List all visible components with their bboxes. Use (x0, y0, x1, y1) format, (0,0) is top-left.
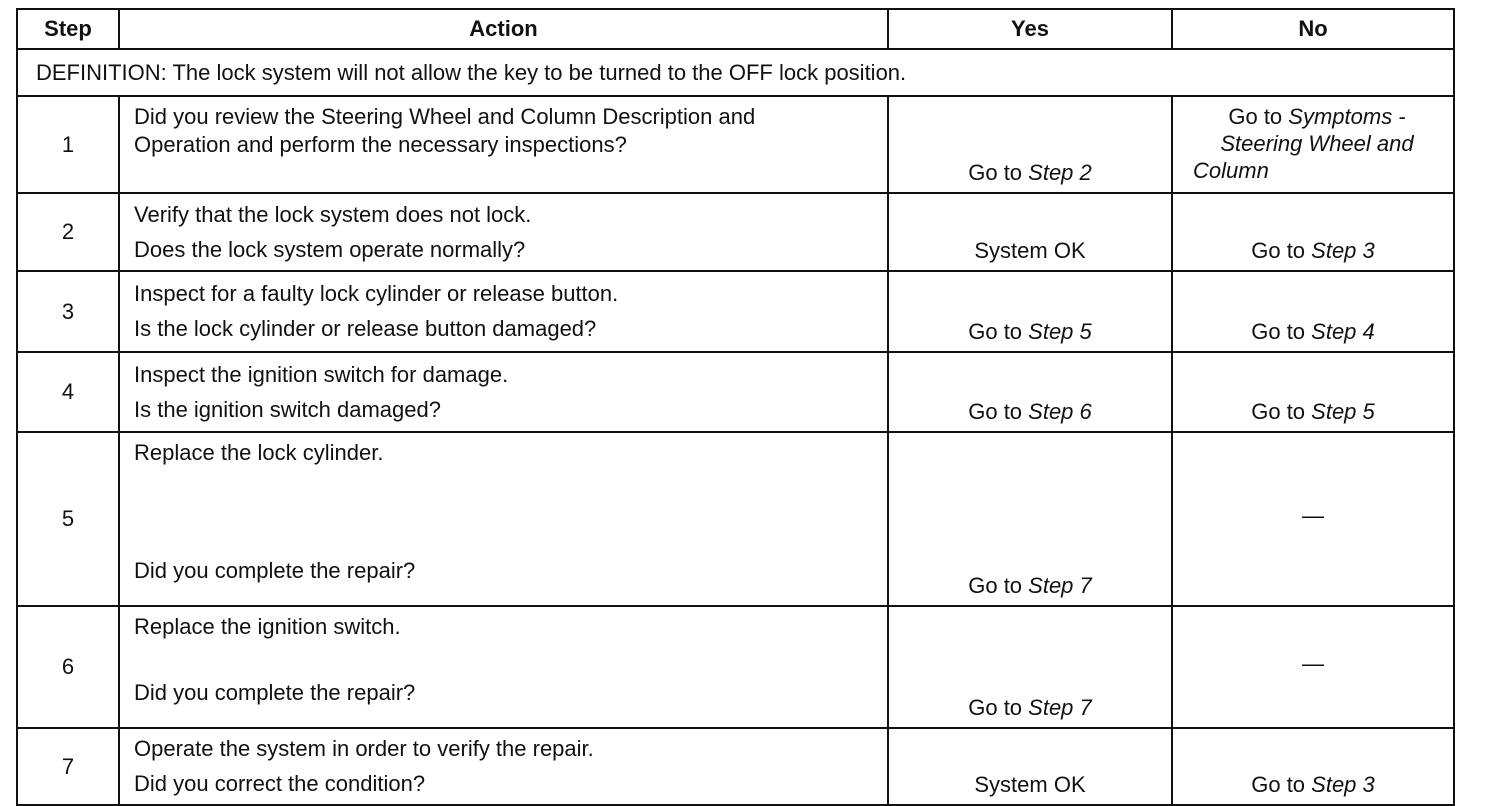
header-action: Action (118, 8, 889, 50)
yes-prefix: Go to (968, 695, 1029, 720)
action-cell: Replace the lock cylinder. Did you compl… (118, 431, 889, 607)
no-step-link: Step 4 (1311, 319, 1375, 344)
no-prefix: Go to (1251, 319, 1312, 344)
action-line: Operate the system in order to verify th… (134, 736, 594, 761)
no-ref-part: Steering Wheel and (1220, 131, 1414, 156)
yes-step-link: Step 7 (1028, 573, 1092, 598)
no-prefix: Go to (1251, 399, 1312, 424)
yes-cell: Go to Step 2 (887, 95, 1173, 194)
step-number: 2 (16, 192, 120, 272)
table-row: 7 Operate the system in order to verify … (16, 727, 1455, 806)
action-cell: Replace the ignition switch. Did you com… (118, 605, 889, 729)
definition-text: DEFINITION: The lock system will not all… (16, 48, 1455, 97)
no-line: Column (1193, 157, 1441, 184)
yes-step-link: Step 7 (1028, 695, 1092, 720)
table-row: 2 Verify that the lock system does not l… (16, 192, 1455, 272)
no-prefix: Go to (1228, 104, 1289, 129)
no-cell: Go to Symptoms - Steering Wheel and Colu… (1171, 95, 1455, 194)
no-prefix: Go to (1251, 772, 1312, 797)
no-cell: Go to Step 3 (1171, 192, 1455, 272)
no-step-link: Step 3 (1311, 772, 1375, 797)
action-cell: Operate the system in order to verify th… (118, 727, 889, 806)
yes-cell: Go to Step 7 (887, 431, 1173, 607)
action-line: Did you review the Steering Wheel and Co… (134, 104, 756, 129)
step-number: 7 (16, 727, 120, 806)
action-line: Did you complete the repair? (134, 558, 416, 583)
no-ref-part: Column (1193, 158, 1269, 183)
yes-cell: Go to Step 6 (887, 351, 1173, 433)
action-line: Does the lock system operate normally? (134, 236, 526, 262)
header-yes: Yes (887, 8, 1173, 50)
header-no: No (1171, 8, 1455, 50)
yes-step-link: Step 6 (1028, 399, 1092, 424)
yes-prefix: Go to (968, 399, 1029, 424)
no-prefix: Go to (1251, 238, 1312, 263)
no-cell: Go to Step 3 (1171, 727, 1455, 806)
action-line: Is the lock cylinder or release button d… (134, 316, 597, 341)
action-cell: Did you review the Steering Wheel and Co… (118, 95, 889, 194)
no-step-link: Step 3 (1311, 238, 1375, 263)
yes-step-link: Step 2 (1028, 160, 1092, 185)
no-cell: Go to Step 5 (1171, 351, 1455, 433)
yes-prefix: Go to (968, 573, 1029, 598)
definition-row: DEFINITION: The lock system will not all… (16, 48, 1455, 97)
action-cell: Verify that the lock system does not loc… (118, 192, 889, 272)
yes-prefix: Go to (968, 160, 1029, 185)
table-row: 1 Did you review the Steering Wheel and … (16, 95, 1455, 194)
yes-step-link: Step 5 (1028, 319, 1092, 344)
header-step: Step (16, 8, 120, 50)
action-line: Did you complete the repair? (134, 680, 416, 705)
no-step-link: Step 5 (1311, 399, 1375, 424)
table-row: 4 Inspect the ignition switch for damage… (16, 351, 1455, 433)
action-line: Is the ignition switch damaged? (134, 396, 441, 422)
no-line: Steering Wheel and (1193, 130, 1441, 157)
no-line: Go to Symptoms - (1193, 103, 1441, 130)
no-cell: — (1171, 605, 1455, 729)
yes-cell: Go to Step 5 (887, 270, 1173, 353)
table-row: 5 Replace the lock cylinder. Did you com… (16, 431, 1455, 607)
yes-prefix: Go to (968, 319, 1029, 344)
step-number: 1 (16, 95, 120, 194)
table-row: 3 Inspect for a faulty lock cylinder or … (16, 270, 1455, 353)
step-number: 3 (16, 270, 120, 353)
yes-cell: System OK (887, 192, 1173, 272)
step-number: 4 (16, 351, 120, 433)
step-number: 5 (16, 431, 120, 607)
no-cell: — (1171, 431, 1455, 607)
action-line: Did you correct the condition? (134, 771, 426, 796)
action-line: Inspect for a faulty lock cylinder or re… (134, 281, 619, 306)
yes-cell: Go to Step 7 (887, 605, 1173, 729)
header-row: Step Action Yes No (16, 8, 1455, 50)
action-cell: Inspect the ignition switch for damage. … (118, 351, 889, 433)
action-line: Inspect the ignition switch for damage. (134, 361, 509, 387)
action-line: Replace the lock cylinder. (134, 440, 384, 465)
action-line: Replace the ignition switch. (134, 614, 401, 639)
no-cell: Go to Step 4 (1171, 270, 1455, 353)
table-row: 6 Replace the ignition switch. Did you c… (16, 605, 1455, 729)
step-number: 6 (16, 605, 120, 729)
diagnostic-table: Step Action Yes No DEFINITION: The lock … (16, 8, 1455, 806)
action-cell: Inspect for a faulty lock cylinder or re… (118, 270, 889, 353)
action-line: Operation and perform the necessary insp… (134, 132, 627, 157)
yes-cell: System OK (887, 727, 1173, 806)
action-line: Verify that the lock system does not loc… (134, 201, 532, 227)
no-ref-part: Symptoms - (1288, 104, 1406, 129)
